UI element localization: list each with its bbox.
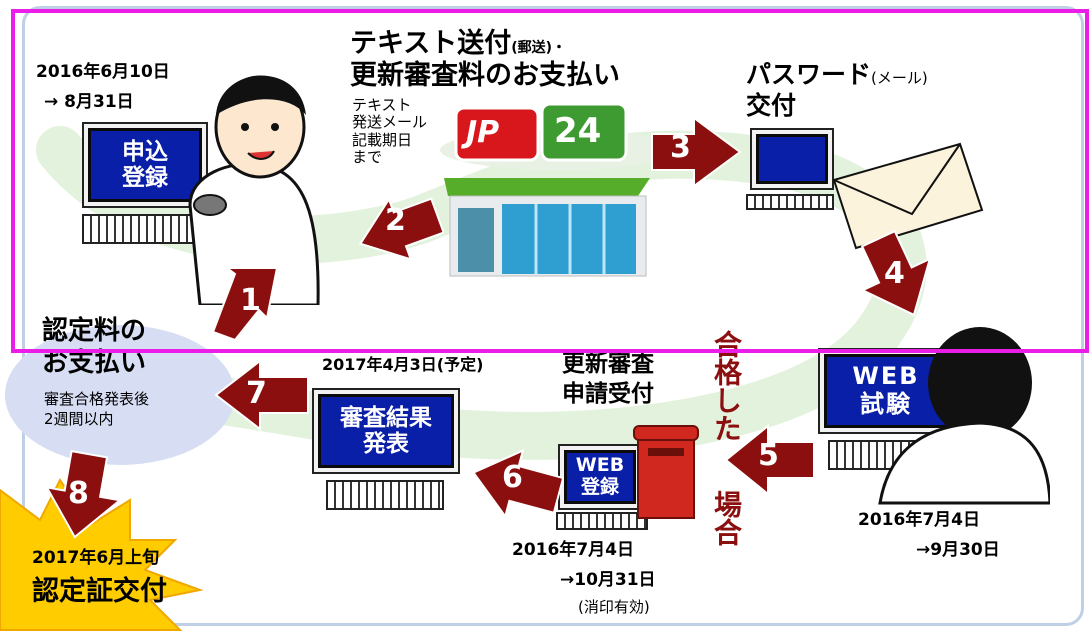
- result-screen: 審査結果 発表: [318, 394, 454, 468]
- renewal-screen-line1: WEB: [575, 454, 625, 477]
- step-2-arrow: [358, 197, 444, 261]
- step-1-arrow: [211, 267, 279, 340]
- cert-date: 2017年6月上旬: [32, 548, 160, 568]
- apply-screen-line1: 申込: [122, 138, 168, 165]
- passed-label-line2: 場合: [710, 490, 743, 546]
- step-6-arrow: [471, 448, 564, 519]
- result-keyboard-icon: [326, 480, 444, 510]
- password-title-line2: 交付: [746, 91, 797, 120]
- step-3-arrow: [651, 116, 742, 188]
- examinee-icon: [878, 327, 1050, 505]
- web-exam-screen-line2: 試験: [860, 390, 912, 418]
- step-7-number: 7: [246, 376, 267, 411]
- text-send-note-line4: まで: [352, 147, 383, 166]
- cert-title: 認定証交付: [32, 576, 167, 607]
- step-8-number: 8: [68, 476, 89, 511]
- envelope-icon: [832, 142, 984, 250]
- apply-date-end: → 8月31日: [44, 92, 134, 112]
- renewal-title-line2: 申請受付: [562, 381, 654, 407]
- person-icon: [188, 75, 320, 305]
- step-4-arrow: [860, 230, 932, 317]
- password-screen: [756, 134, 828, 184]
- mouse-icon: [193, 194, 227, 216]
- step-5-arrow: [724, 423, 815, 497]
- renewal-date-start: 2016年7月4日: [512, 540, 634, 560]
- step-2-number: 2: [385, 203, 406, 238]
- step-4-number: 4: [884, 256, 905, 291]
- apply-date-start: 2016年6月10日: [36, 62, 170, 82]
- password-keyboard-icon: [746, 194, 834, 210]
- passed-label-line1: 合格した: [710, 330, 743, 442]
- renewal-date-note: (消印有効): [578, 598, 650, 616]
- postbox-icon: [633, 425, 699, 519]
- result-screen-line1: 審査結果: [340, 404, 432, 431]
- step-7-arrow: [214, 358, 309, 432]
- text-send-title-line1: テキスト送付: [350, 28, 512, 59]
- web-exam-date-end: →9月30日: [916, 540, 1000, 560]
- certificate-burst: [0, 478, 204, 631]
- password-title-line1: パスワード: [746, 60, 872, 89]
- text-send-title-line2: 更新審査料のお支払い: [350, 60, 620, 91]
- fee-bubble: [5, 325, 235, 465]
- diagram-frame: [22, 6, 1084, 626]
- web-exam-screen-line1: WEB: [852, 362, 920, 391]
- fee-title-line1: 認定料の: [42, 316, 147, 346]
- apply-screen-line2: 登録: [122, 165, 168, 191]
- renewal-keyboard-icon: [556, 512, 648, 530]
- web-exam-date-start: 2016年7月4日: [858, 510, 980, 530]
- text-send-title: テキスト送付(郵送)・: [350, 28, 566, 59]
- apply-screen: 申込 登録: [88, 128, 202, 202]
- step-5-number: 5: [758, 438, 779, 473]
- step-1-number: 1: [240, 283, 261, 318]
- fee-title-line2: お支払い: [42, 348, 147, 378]
- renewal-screen-line2: 登録: [580, 476, 619, 498]
- fee-note-line1: 審査合格発表後: [44, 390, 150, 408]
- renewal-date-end: →10月31日: [560, 570, 656, 590]
- text-send-note-line3: 記載期日: [352, 130, 413, 149]
- password-title: パスワード(メール): [746, 60, 928, 89]
- fee-note-line2: 2週間以内: [44, 410, 114, 428]
- text-send-title-sub: (郵送)・: [511, 40, 566, 56]
- text-send-note: テキスト 発送メール 記載期日 まで: [352, 96, 428, 166]
- step-8-arrow: [45, 450, 123, 539]
- renewal-screen: WEB 登録: [564, 450, 636, 504]
- 24-sign: 24: [554, 111, 602, 151]
- step-3-number: 3: [670, 130, 691, 165]
- renewal-title-line1: 更新審査: [562, 351, 654, 377]
- apply-keyboard-icon: [82, 214, 200, 244]
- text-send-note-line2: 発送メール: [352, 113, 428, 132]
- post-office-icon: [444, 102, 650, 277]
- result-screen-line2: 発表: [363, 431, 409, 457]
- text-send-note-line1: テキスト: [352, 96, 412, 114]
- step-6-number: 6: [502, 460, 523, 495]
- jp-sign: JP: [466, 115, 500, 150]
- result-date: 2017年4月3日(予定): [322, 355, 484, 374]
- password-title-sub: (メール): [871, 69, 928, 87]
